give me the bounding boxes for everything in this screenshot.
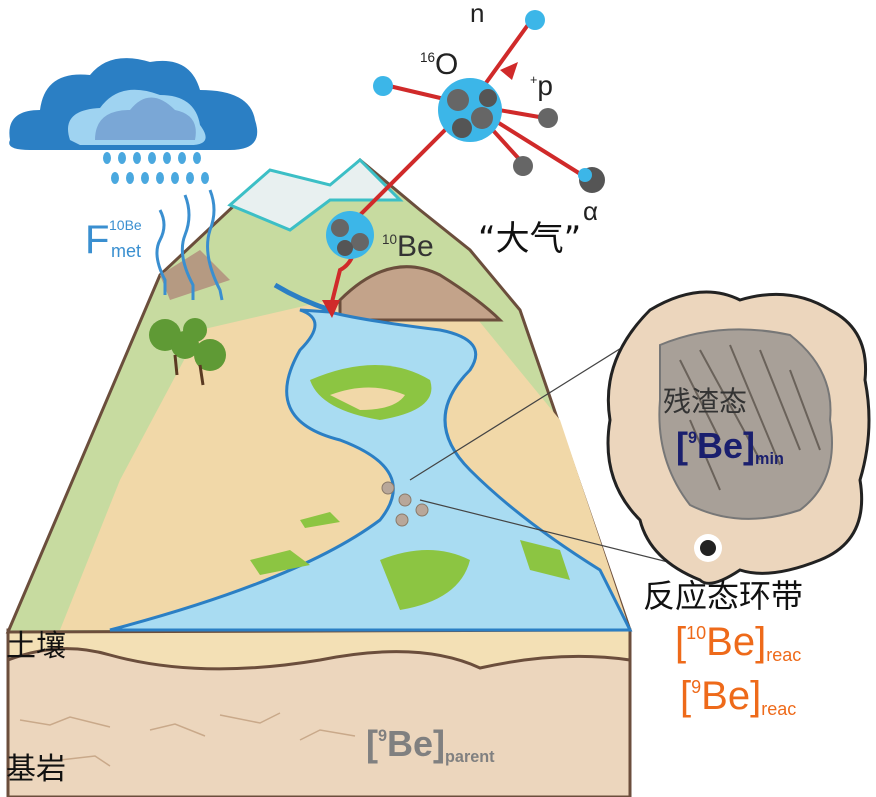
mass-number: 9 [691, 676, 702, 697]
subscript: parent [445, 747, 495, 766]
residual-phase-label: 残渣态 [663, 385, 748, 418]
ground-block [6, 628, 632, 797]
mass-number: 16 [420, 49, 436, 65]
element-symbol: O [435, 48, 459, 81]
element-symbol: Be [387, 723, 434, 764]
bedrock-label: 基岩 [6, 752, 66, 787]
mass-number: 9 [378, 727, 388, 746]
charge: + [530, 72, 538, 87]
alpha-label: α [583, 196, 599, 226]
element-symbol: Be [706, 620, 756, 664]
subscript: reac [766, 645, 802, 666]
mass-number: 9 [688, 429, 698, 448]
proton-label: +p [530, 72, 553, 100]
river [109, 282, 633, 632]
be10-nucleus-icon [326, 211, 374, 259]
oxygen-16-label: 16O [420, 50, 458, 80]
be9-parent-label: [9Be]parent [366, 723, 495, 766]
be10-reac-label: [10Be]reac [675, 620, 802, 666]
flux-symbol: F [85, 218, 110, 262]
rain-cloud-icon [9, 58, 258, 184]
mass-number: 10 [382, 231, 398, 247]
be9-min-label: [9Be]min [676, 425, 784, 468]
meteoric-flux-arrows [155, 189, 224, 301]
element-symbol: Be [697, 425, 744, 466]
atmosphere-label: “大气” [478, 219, 582, 259]
soil-label: 土壤 [6, 629, 66, 664]
be9-reac-label: [9Be]reac [680, 674, 797, 720]
spallation-reaction [322, 10, 605, 318]
grain-callout [381, 290, 871, 585]
element-symbol: Be [397, 230, 434, 263]
subscript: reac [761, 699, 797, 720]
be10-label: 10Be [382, 232, 434, 262]
element-symbol: Be [701, 674, 751, 718]
proton-symbol: p [537, 70, 553, 101]
oxygen-nucleus-icon [438, 78, 502, 142]
mass-number: 10 [686, 622, 707, 643]
neutron-label: n [470, 0, 485, 28]
reactive-rim-label: 反应态环带 [643, 577, 804, 615]
trees [149, 318, 226, 386]
flux-isotope: 10Be [109, 217, 142, 233]
flux-subscript: met [111, 241, 142, 261]
subscript: min [755, 449, 784, 468]
